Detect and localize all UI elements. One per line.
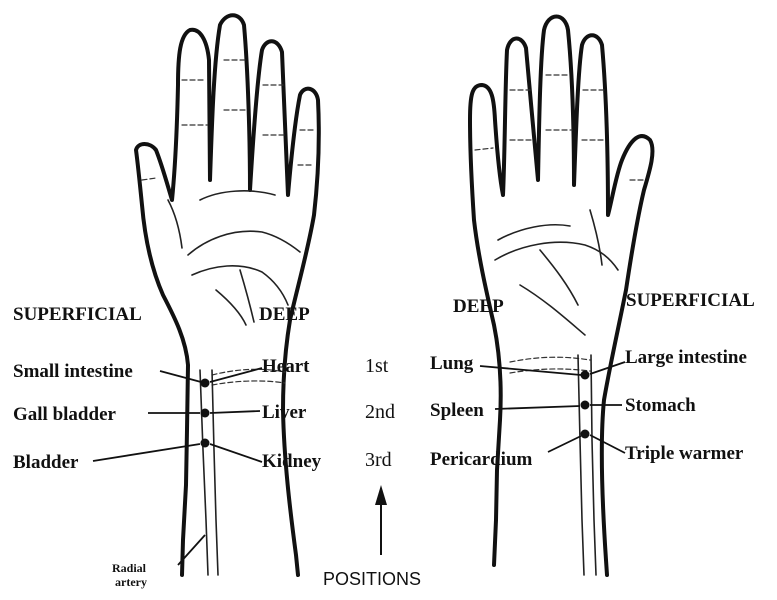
right-pulse-dot-1	[581, 371, 590, 380]
left-superficial-label-3: Bladder	[13, 452, 79, 473]
position-label-2: 2nd	[365, 401, 395, 423]
right-deep-header: DEEP	[453, 296, 504, 317]
right-deep-label-2: Spleen	[430, 400, 484, 421]
radial-artery-label-line1: Radial	[112, 561, 147, 575]
left-superficial-header: SUPERFICIAL	[13, 304, 142, 325]
right-superficial-header: SUPERFICIAL	[626, 290, 755, 311]
positions-arrow-icon	[375, 485, 387, 555]
right-superficial-label-2: Stomach	[625, 395, 696, 416]
left-deep-header: DEEP	[259, 304, 310, 325]
left-pulse-dot-3	[201, 439, 210, 448]
left-pulse-dot-1	[201, 379, 210, 388]
left-deep-label-2: Liver	[262, 402, 307, 423]
right-superficial-label-1: Large intestine	[625, 347, 747, 368]
right-deep-label-3: Pericardium	[430, 449, 533, 470]
position-label-1: 1st	[365, 355, 389, 377]
left-superficial-label-2: Gall bladder	[13, 404, 116, 425]
left-deep-label-3: Kidney	[262, 451, 322, 472]
right-superficial-label-3: Triple warmer	[625, 443, 744, 464]
right-deep-label-1: Lung	[430, 353, 474, 374]
positions-caption: POSITIONS	[323, 569, 421, 589]
left-deep-label-1: Heart	[262, 356, 310, 377]
position-label-3: 3rd	[365, 449, 392, 471]
left-superficial-label-1: Small intestine	[13, 361, 133, 382]
left-hand-drawing	[136, 15, 319, 575]
left-pulse-dot-2	[201, 409, 210, 418]
radial-artery-label-line2: artery	[115, 575, 147, 589]
right-pulse-dot-3	[581, 430, 590, 439]
right-pulse-dot-2	[581, 401, 590, 410]
